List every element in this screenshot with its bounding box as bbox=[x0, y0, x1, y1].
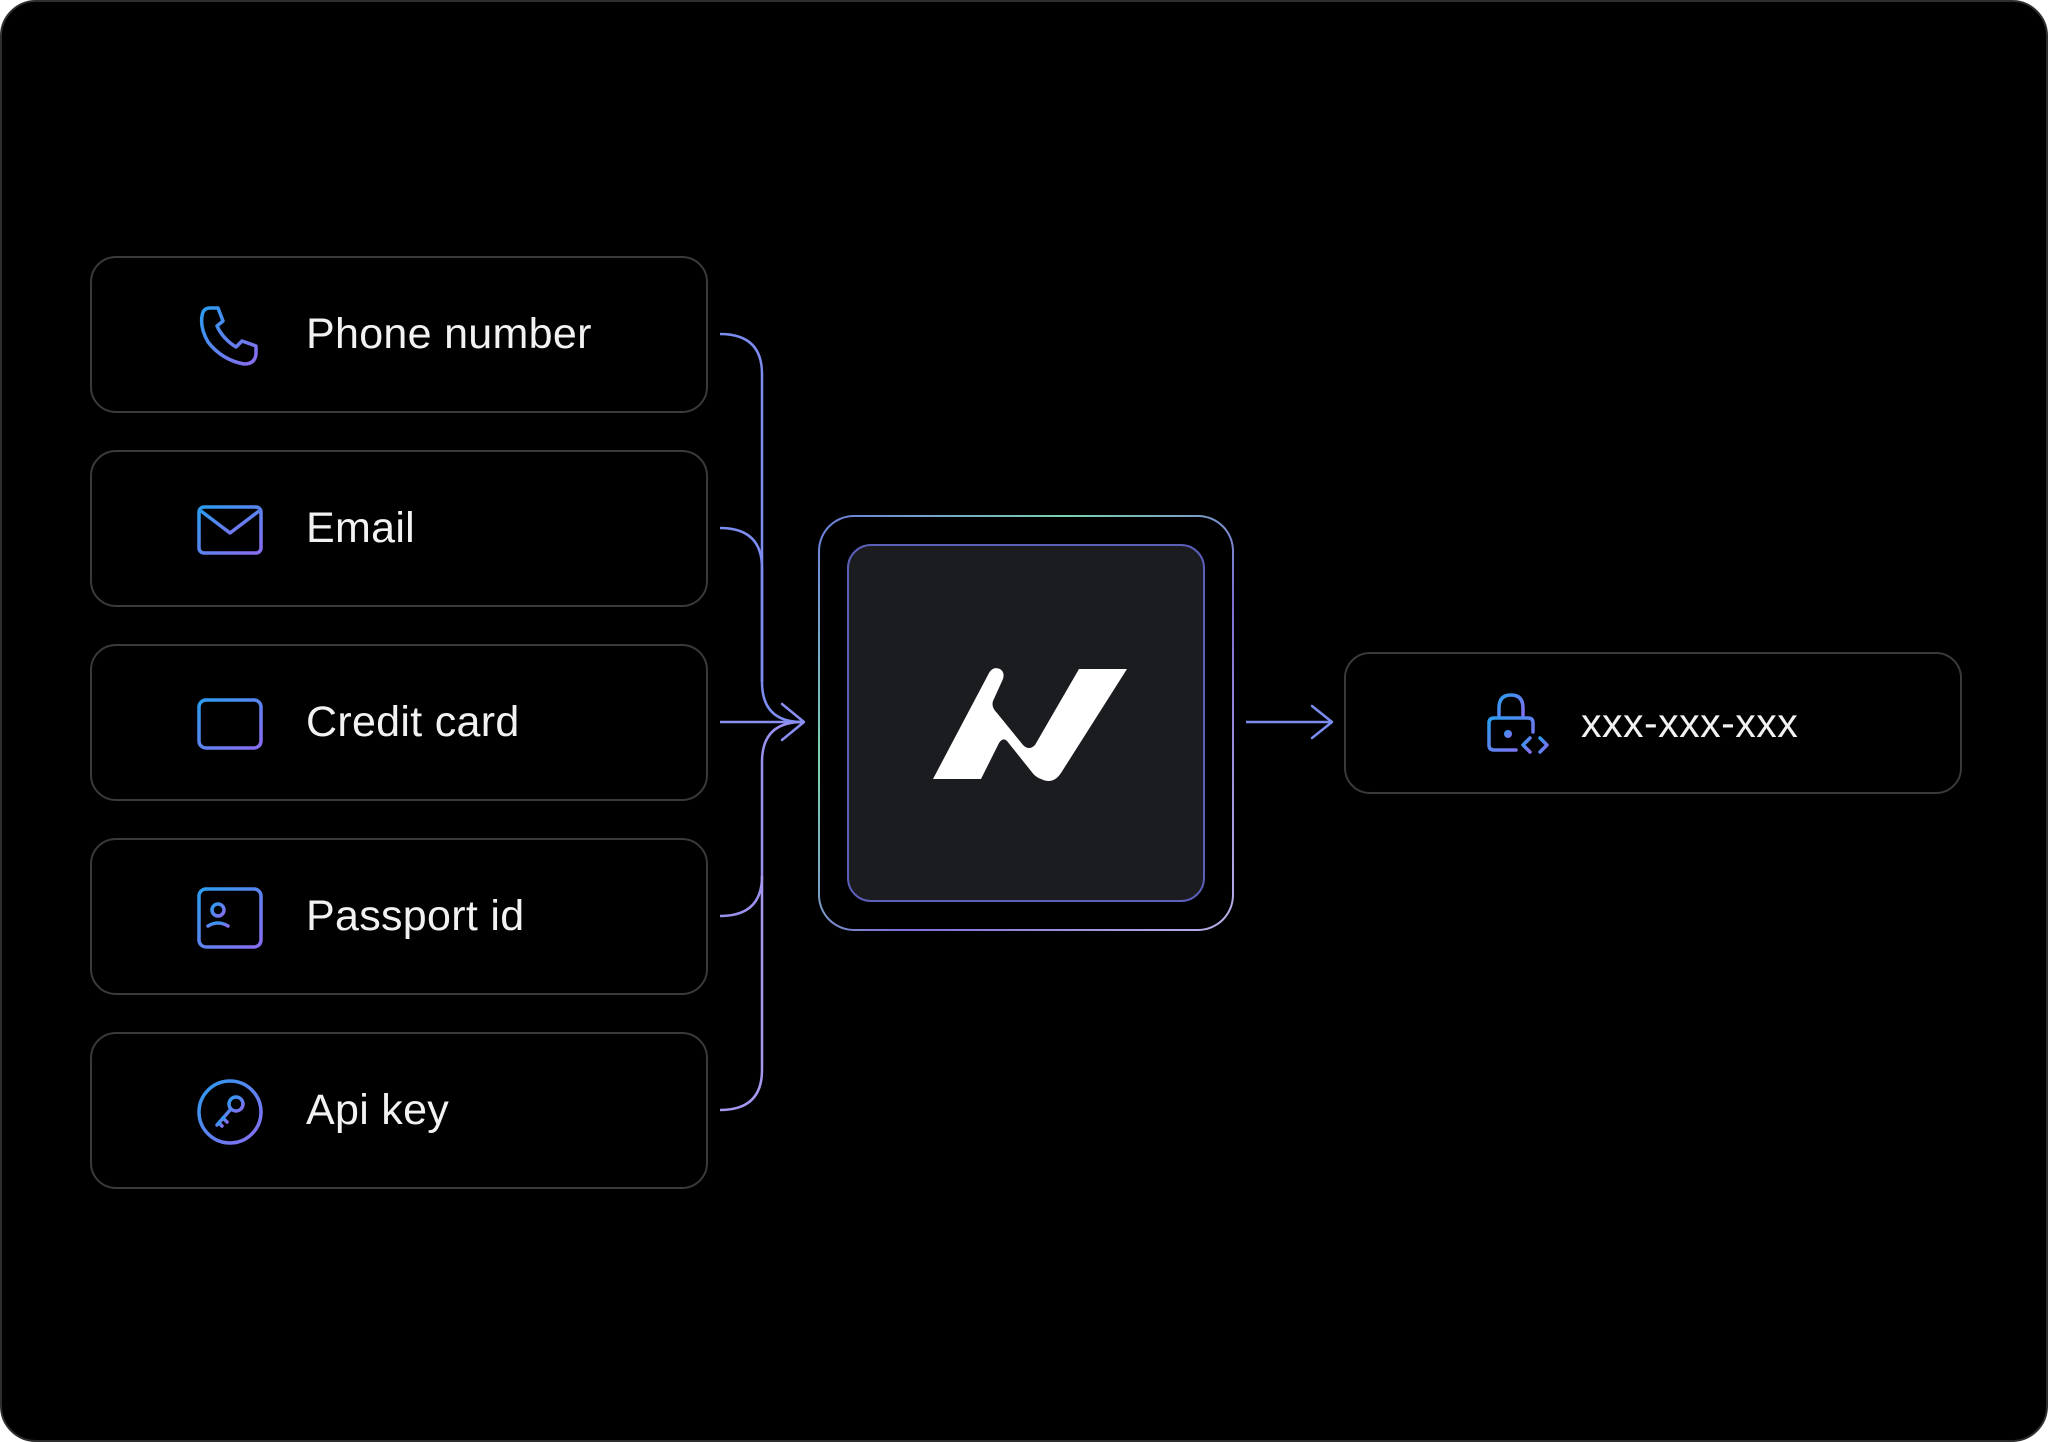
credit-card-icon bbox=[196, 690, 264, 758]
phone-icon bbox=[196, 302, 264, 370]
output-label: xxx-xxx-xxx bbox=[1581, 699, 1799, 746]
input-card-credit-card: Credit card bbox=[90, 644, 708, 801]
input-label-email: Email bbox=[306, 504, 416, 552]
input-card-email: Email bbox=[90, 450, 708, 607]
chip-pins-top bbox=[990, 434, 1065, 514]
chip-pins-bottom bbox=[990, 932, 1065, 1014]
input-card-passport: Passport id bbox=[90, 838, 708, 995]
connector-apikey bbox=[719, 876, 764, 1112]
input-card-api-key: Api key bbox=[90, 1032, 708, 1189]
mail-icon bbox=[196, 496, 264, 564]
key-icon bbox=[196, 1078, 264, 1146]
id-card-icon bbox=[196, 884, 264, 952]
processor-chip bbox=[818, 515, 1234, 931]
input-label-api-key: Api key bbox=[306, 1086, 450, 1134]
connector-email bbox=[719, 526, 764, 682]
arrowhead-in bbox=[780, 702, 806, 742]
logo-icon bbox=[933, 668, 1127, 781]
input-label-credit-card: Credit card bbox=[306, 698, 520, 746]
input-label-phone: Phone number bbox=[306, 310, 592, 358]
input-label-passport: Passport id bbox=[306, 892, 525, 940]
lock-code-icon bbox=[1486, 692, 1552, 758]
connector-passport bbox=[719, 720, 803, 918]
connector-phone bbox=[719, 332, 803, 724]
input-card-phone: Phone number bbox=[90, 256, 708, 413]
processor-core bbox=[847, 544, 1205, 902]
output-card: xxx-xxx-xxx bbox=[1344, 652, 1962, 794]
arrowhead-out bbox=[1310, 704, 1334, 740]
